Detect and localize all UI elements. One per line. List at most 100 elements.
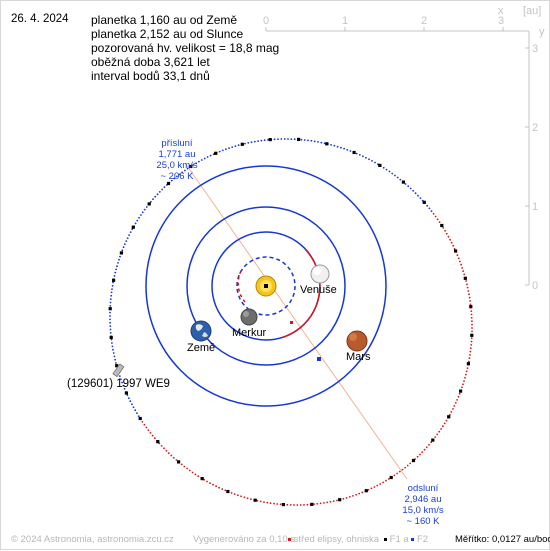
asteroid-orbit-dot	[266, 501, 269, 504]
asteroid-interval-marker	[214, 151, 218, 155]
x-axis-letter: x	[498, 5, 504, 17]
asteroid-interval-marker	[108, 307, 112, 311]
asteroid-orbit-dot	[466, 283, 468, 286]
asteroid-orbit-dot	[355, 493, 357, 496]
f2-legend-swatch	[411, 537, 415, 541]
mercury-marker[interactable]	[240, 308, 258, 326]
asteroid-interval-marker	[297, 137, 301, 141]
asteroid-orbit-dot	[374, 161, 376, 164]
asteroid-orbit-dot	[457, 395, 460, 398]
axis-frame	[265, 27, 530, 286]
asteroid-orbit-dot	[150, 200, 152, 203]
asteroid-orbit-dot	[109, 328, 112, 331]
asteroid-orbit-dot	[419, 453, 421, 456]
asteroid-orbit-dot	[126, 394, 129, 396]
asteroid-orbit-dot	[348, 496, 351, 498]
asteroid-orbit-dot	[319, 502, 322, 505]
info-magnitude: pozorovaná hv. velikost = 18,8 mag	[91, 41, 280, 55]
asteroid-orbit-dot	[269, 502, 272, 505]
info-sun-distance: planetka 2,152 au od Slunce	[91, 27, 244, 41]
asteroid-orbit-dot	[450, 411, 453, 413]
f2-legend-text: F2	[416, 534, 429, 545]
asteroid-orbit-dot	[243, 496, 246, 499]
asteroid-orbit-dot	[244, 142, 246, 145]
asteroid-orbit-dot	[109, 321, 111, 324]
asteroid-orbit-dot	[406, 464, 409, 467]
asteroid-orbit-dot	[358, 154, 361, 156]
asteroid-interval-marker	[352, 150, 356, 155]
asteroid-orbit-dot	[345, 497, 348, 499]
x-tick-label-3: 3	[498, 15, 504, 27]
asteroid-orbit-dot	[156, 193, 159, 196]
asteroid-orbit-dot	[109, 315, 111, 317]
asteroid-orbit-dot	[385, 479, 387, 482]
y-tick-label-3: 3	[532, 43, 538, 55]
asteroid-orbit-dot	[388, 170, 391, 173]
asteroid-interval-marker	[124, 391, 128, 395]
y-tick-label-2: 2	[532, 122, 538, 134]
asteroid-orbit-dot	[445, 232, 448, 235]
asteroid-orbit-dot	[419, 197, 422, 200]
mercury-orbit-arc	[237, 268, 246, 303]
asteroid-orbit-dot	[391, 172, 394, 175]
venus-label: Venuše	[300, 284, 337, 296]
asteroid-orbit-dot	[365, 156, 367, 159]
mars-marker[interactable]	[346, 330, 368, 352]
asteroid-orbit-dot	[355, 152, 358, 155]
aphelion-temp: ~ 160 K	[406, 516, 440, 527]
asteroid-orbit-dot	[115, 362, 117, 364]
asteroid-orbit-dot	[316, 502, 319, 505]
asteroid-marker[interactable]	[112, 363, 125, 378]
asteroid-orbit-dot	[444, 229, 446, 232]
asteroid-orbit-dot	[414, 192, 417, 195]
asteroid-orbit-dot	[352, 495, 354, 497]
asteroid-orbit-dot	[109, 325, 112, 327]
asteroid-orbit-dot	[141, 421, 144, 423]
asteroid-orbit-dot	[263, 139, 266, 142]
earth-marker[interactable]	[190, 320, 212, 342]
asteroid-orbit-dot	[197, 475, 200, 478]
asteroid-interval-marker	[447, 415, 451, 419]
asteroid-orbit-dot	[120, 378, 122, 381]
asteroid-orbit-dot	[230, 492, 233, 494]
apsis-line	[184, 162, 408, 480]
asteroid-orbit-dot	[110, 294, 113, 297]
asteroid-orbit-dot	[470, 313, 473, 316]
asteroid-orbit-dot	[111, 284, 114, 287]
asteroid-orbit-dot	[128, 234, 130, 237]
asteroid-interval-marker	[226, 489, 230, 494]
asteroid-orbit-dot	[428, 207, 431, 210]
asteroid-orbit-dot	[426, 204, 429, 207]
asteroid-orbit-dot	[113, 275, 116, 277]
asteroid-label: (129601) 1997 WE9	[67, 378, 170, 390]
asteroid-orbit-dot	[340, 146, 342, 149]
venus-marker[interactable]	[310, 264, 330, 284]
asteroid-orbit-dot	[175, 459, 178, 461]
asteroid-orbit-dot	[303, 139, 306, 141]
asteroid-orbit-dot	[283, 138, 286, 140]
asteroid-orbit-dot	[228, 147, 231, 150]
sun	[255, 275, 277, 297]
asteroid-orbit-dot	[109, 301, 112, 304]
asteroid-orbit-dot	[430, 441, 432, 444]
asteroid-orbit-dot	[191, 471, 194, 474]
asteroid-orbit-dot	[122, 384, 125, 387]
asteroid-interval-marker	[454, 249, 458, 253]
asteroid-orbit-dot	[145, 206, 148, 208]
asteroid-orbit-dot	[396, 176, 399, 179]
asteroid-orbit-dot	[112, 352, 115, 354]
asteroid-orbit-dot	[469, 350, 472, 353]
asteroid-orbit-dot	[290, 138, 293, 141]
asteroid-orbit-dot	[267, 138, 269, 141]
x-tick-label-0: 0	[263, 15, 269, 27]
asteroid-orbit-dot	[450, 241, 453, 244]
asteroid-orbit-dot	[234, 145, 237, 148]
asteroid-orbit-dot	[286, 503, 289, 506]
asteroid-interval-marker	[470, 333, 474, 337]
y-axis-letter: y	[539, 26, 545, 38]
asteroid-orbit-dot	[134, 222, 137, 225]
asteroid-interval-marker	[469, 305, 473, 309]
asteroid-orbit-dot	[181, 171, 184, 174]
asteroid-interval-marker	[156, 440, 160, 444]
